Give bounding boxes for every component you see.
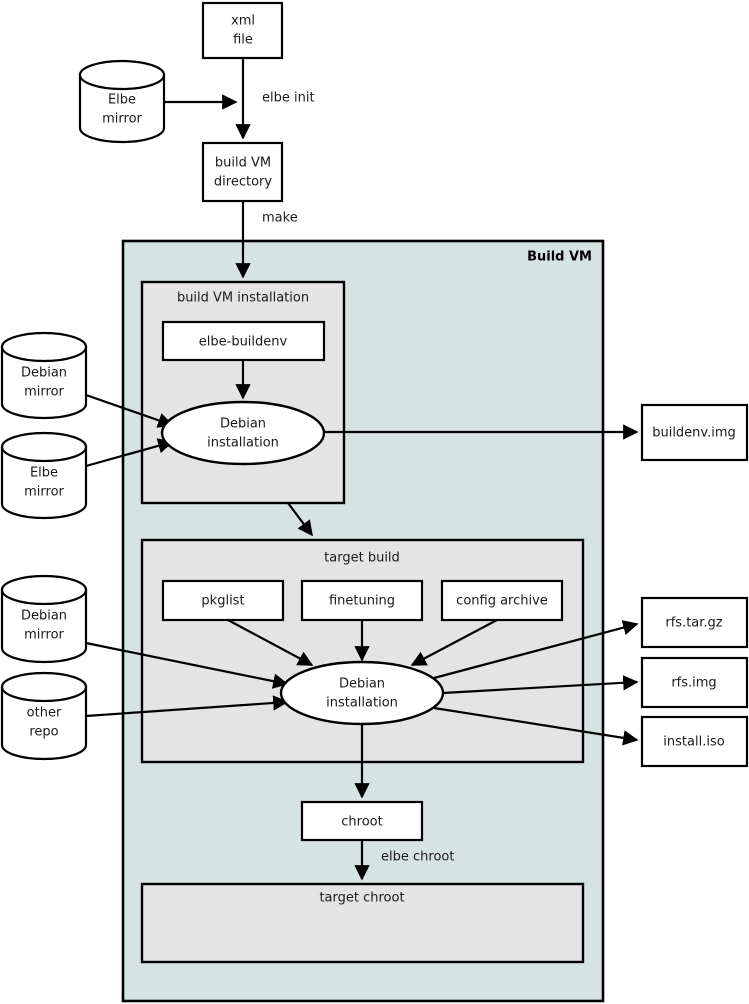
- node-chroot[interactable]: chroot: [300, 800, 424, 842]
- edge-label-make: make: [262, 211, 298, 226]
- node-debian-mirror-upper-line1: Debian: [21, 366, 67, 381]
- node-build-vm-directory-line1: build VM: [215, 156, 271, 171]
- node-elbe-mirror-top-line1: Elbe: [108, 93, 136, 108]
- edge-elbe-mirror-to-debian-install-vm: [85, 438, 174, 468]
- node-rfs-targz[interactable]: rfs.tar.gz: [640, 596, 749, 649]
- node-install-iso-label: install.iso: [663, 735, 724, 750]
- node-other-repo[interactable]: other repo: [0, 671, 88, 761]
- edge-debian-mirror-target-to-debian-install-target: [85, 641, 289, 689]
- edge-debian-install-vm-to-target-build: [287, 502, 313, 537]
- container-target-build-label: target build: [324, 551, 400, 566]
- node-build-vm-directory[interactable]: build VM directory: [201, 141, 284, 203]
- edge-debian-install-target-to-install-iso: [433, 706, 639, 746]
- node-other-repo-line2: repo: [29, 725, 58, 740]
- node-debian-mirror-upper[interactable]: Debian mirror: [0, 331, 88, 420]
- node-pkglist[interactable]: pkglist: [161, 579, 285, 622]
- node-debian-installation-target[interactable]: Debian installation: [279, 660, 445, 726]
- node-elbe-mirror-top-line2: mirror: [102, 112, 142, 127]
- node-rfs-img[interactable]: rfs.img: [640, 656, 749, 709]
- node-rfs-img-label: rfs.img: [671, 676, 716, 691]
- node-pkglist-label: pkglist: [201, 594, 244, 609]
- edge-other-repo-to-debian-install-target: [85, 695, 289, 718]
- node-finetuning-label: finetuning: [329, 594, 395, 609]
- node-debian-installation-vm-line2: installation: [207, 436, 279, 451]
- node-debian-installation-target-line2: installation: [326, 696, 398, 711]
- container-target-chroot-label: target chroot: [319, 891, 404, 906]
- edge-label-elbe-chroot: elbe chroot: [381, 850, 454, 865]
- node-elbe-mirror-lower-line2: mirror: [24, 485, 64, 500]
- node-debian-installation-vm[interactable]: Debian installation: [160, 400, 326, 466]
- node-xml-file-line1: xml: [231, 14, 255, 29]
- node-debian-installation-vm-line1: Debian: [220, 417, 266, 432]
- edge-label-elbe-init: elbe init: [262, 91, 315, 106]
- node-buildenv-img[interactable]: buildenv.img: [640, 403, 749, 462]
- node-elbe-buildenv-label: elbe-buildenv: [199, 335, 288, 350]
- container-build-vm-installation-label: build VM installation: [177, 291, 309, 306]
- node-finetuning[interactable]: finetuning: [300, 579, 424, 622]
- node-elbe-mirror-top[interactable]: Elbe mirror: [78, 59, 166, 144]
- container-target-chroot: [140, 882, 585, 964]
- edge-debian-install-target-to-rfs-targz: [433, 620, 639, 680]
- node-elbe-mirror-lower[interactable]: Elbe mirror: [0, 431, 88, 520]
- node-elbe-mirror-lower-line1: Elbe: [30, 466, 58, 481]
- node-buildenv-img-label: buildenv.img: [652, 426, 736, 441]
- node-config-archive-label: config archive: [456, 594, 548, 609]
- node-debian-mirror-target-line1: Debian: [21, 609, 67, 624]
- node-debian-installation-target-line1: Debian: [339, 677, 385, 692]
- node-build-vm-directory-line2: directory: [214, 175, 272, 190]
- node-debian-mirror-target-line2: mirror: [24, 628, 64, 643]
- edge-pkglist-to-debian-install-target: [227, 619, 314, 666]
- edge-config-archive-to-debian-install-target: [410, 619, 498, 666]
- node-other-repo-line1: other: [27, 706, 62, 721]
- node-config-archive[interactable]: config archive: [440, 579, 564, 622]
- node-elbe-buildenv[interactable]: elbe-buildenv: [161, 320, 326, 362]
- edge-debian-install-target-to-rfs-img: [442, 675, 639, 695]
- container-build-vm-label: Build VM: [527, 250, 592, 265]
- node-xml-file[interactable]: xml file: [201, 1, 284, 60]
- edge-debian-mirror-to-debian-install-vm: [85, 393, 174, 428]
- node-debian-mirror-target[interactable]: Debian mirror: [0, 574, 88, 664]
- node-xml-file-line2: file: [233, 33, 253, 48]
- node-chroot-label: chroot: [341, 815, 382, 830]
- node-debian-mirror-upper-line2: mirror: [24, 385, 64, 400]
- node-install-iso[interactable]: install.iso: [640, 715, 749, 768]
- node-rfs-targz-label: rfs.tar.gz: [665, 616, 722, 631]
